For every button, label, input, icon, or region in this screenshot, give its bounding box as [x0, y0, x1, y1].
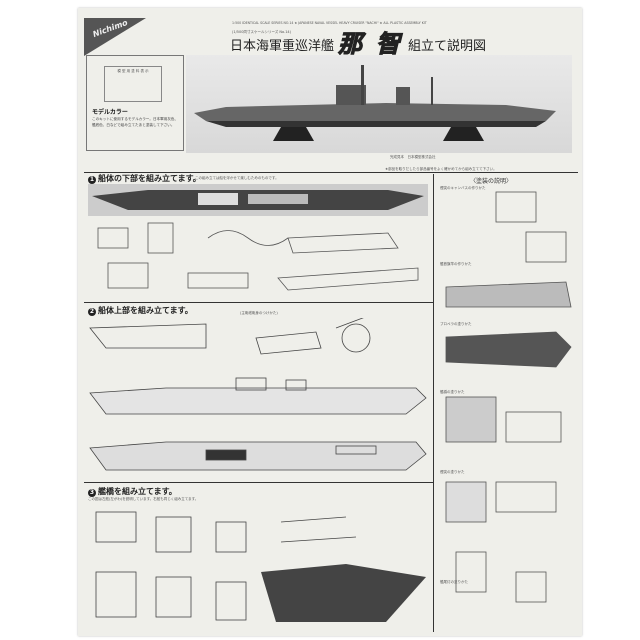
- painting-title: 〈塗装の説明〉: [470, 178, 513, 185]
- section-3-diagram: [95, 511, 426, 622]
- intro-panel: [86, 55, 184, 151]
- section-title: 船体上部を組み立てます。: [98, 306, 193, 315]
- painting-item: 艦首旗竿の作りかた: [440, 262, 472, 266]
- section-divider-2: [84, 482, 433, 483]
- parts-notice: ★部品を取りだしたら部品番号をよく確かめてから組み立てて下さい。: [385, 167, 497, 171]
- ship-photo-image: [194, 65, 556, 141]
- section-3-note: この図は左舷(左がわ)を説明しています。右舷も同じく組み立てます。: [88, 497, 199, 501]
- column-divider: [433, 174, 434, 632]
- section-1-note: この組み立ては船を浮かせて楽しむためのものです。: [195, 176, 279, 180]
- painting-item: 煙突のキャンバスの作りかた: [440, 186, 486, 190]
- step-number: 2: [88, 308, 96, 316]
- intro-description: このキットに使用するモデルカラー。日本軍用灰色、艦底色、白などで組み立てたあと塗…: [92, 117, 179, 127]
- hull-lower-photo: [88, 184, 428, 216]
- section-title: 船体の下部を組み立てます。: [98, 174, 201, 183]
- title-prefix: 日本海軍重巡洋艦: [230, 38, 335, 54]
- painting-item: 煙突の塗りかた: [440, 470, 465, 474]
- hull-lower-image: [92, 190, 424, 210]
- ship-name-char-2: 智: [376, 30, 401, 58]
- section-divider-1: [84, 302, 433, 303]
- paint-table: 模 型 用 塗 料 表 示: [104, 66, 162, 102]
- brand-logo: [84, 18, 146, 56]
- header-divider: [84, 172, 578, 173]
- paint-table-title: 模 型 用 塗 料 表 示: [117, 69, 149, 73]
- section-2-diagram: [89, 318, 427, 471]
- title-suffix: 組立て説明図: [408, 38, 487, 54]
- paint-brand: モデルカラー: [92, 109, 128, 116]
- page-title: 日本海軍重巡洋艦 那 智 組立て説明図: [230, 30, 487, 58]
- series-english: 1:500 IDENTICAL SCALE SERIES NO.14 ★ JAP…: [232, 21, 427, 25]
- photo-caption: 完成見本 日本模型株式会社: [390, 155, 436, 159]
- painting-item: 艦橋の塗りかた: [440, 390, 465, 394]
- series-japanese: (1/500同寸スケールシリーズ No.14): [232, 30, 292, 34]
- ship-name-char-1: 那: [338, 30, 363, 58]
- painting-item: 艦尾灯の塗りかた: [440, 580, 468, 584]
- step-number: 3: [88, 489, 96, 497]
- ship-photo: [186, 55, 572, 153]
- section-title: 艦橋を組み立てます。: [98, 487, 177, 496]
- painting-diagrams: [445, 191, 572, 603]
- step-number: 1: [88, 176, 96, 184]
- section-1-diagram: [97, 222, 419, 291]
- intro-text: モデルカラー このキットに使用するモデルカラー。日本軍用灰色、艦底色、白などで組…: [92, 110, 180, 128]
- painting-item: プロペラの塗りかた: [440, 322, 472, 326]
- section-2-note: (主砲塔砲身のつけかた): [240, 311, 278, 315]
